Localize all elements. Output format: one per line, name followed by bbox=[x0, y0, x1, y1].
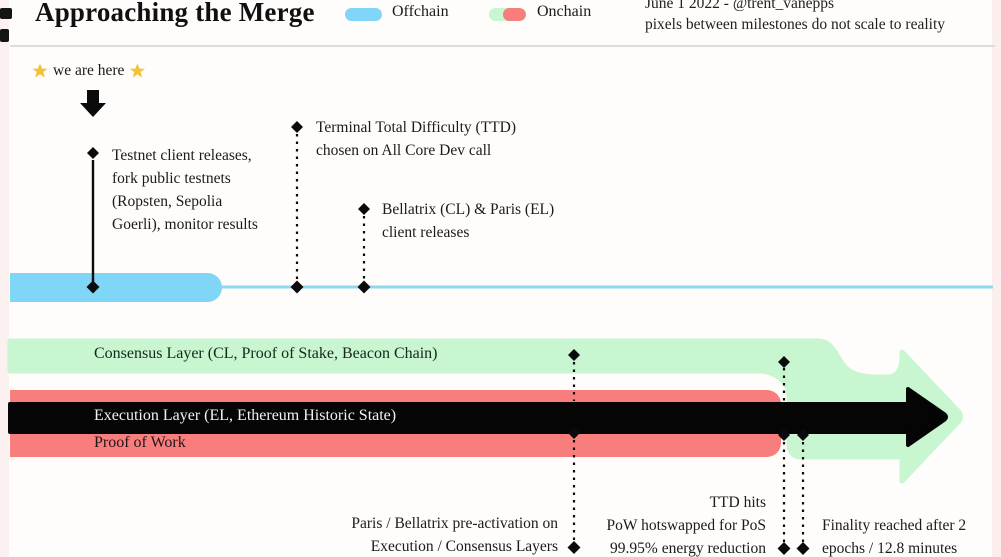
diamond-paris-bottom bbox=[567, 541, 581, 554]
offchain-legend-label: Offchain bbox=[392, 3, 449, 20]
consensus-layer-label: Consensus Layer (CL, Proof of Stake, Bea… bbox=[94, 345, 438, 362]
clipped-edge-artifact bbox=[0, 8, 12, 19]
diamond-paris-green bbox=[568, 349, 580, 361]
down-arrow-icon bbox=[80, 90, 106, 117]
diamond-ttd-chosen-top bbox=[291, 121, 303, 133]
milestone-diamonds bbox=[86, 121, 810, 555]
milestone-finality-label: Finality reached after 2 epochs / 12.8 m… bbox=[822, 517, 967, 557]
clipped-edge-artifact bbox=[0, 29, 9, 42]
diamond-paris-black bbox=[568, 427, 580, 439]
diamond-ttd-chosen-band bbox=[290, 280, 304, 294]
offchain-legend-swatch bbox=[345, 8, 382, 21]
consensus-band-arrow bbox=[7, 338, 963, 484]
left-edge-artifact bbox=[0, 0, 9, 557]
diamond-bellatrix-top bbox=[358, 203, 370, 215]
we-are-here-callout: we are here bbox=[32, 62, 146, 80]
star-icon bbox=[129, 63, 146, 78]
milestone-ttd-hits-label: TTD hits PoW hotswapped for PoS 99.95% e… bbox=[606, 494, 766, 557]
onchain-legend-label: Onchain bbox=[537, 3, 592, 20]
credit-date-author: June 1 2022 - @trent_vanepps bbox=[645, 0, 835, 12]
diamond-ttd-hits-black bbox=[778, 429, 790, 441]
diamond-testnet-top bbox=[87, 147, 99, 159]
diamond-finality-bottom bbox=[796, 542, 810, 555]
milestone-testnet-label: Testnet client releases, fork public tes… bbox=[112, 147, 258, 233]
diamond-ttd-hits-green bbox=[778, 356, 790, 368]
diamond-ttd-hits-bottom bbox=[777, 542, 791, 555]
execution-layer-label: Execution Layer (EL, Ethereum Historic S… bbox=[94, 407, 397, 424]
milestone-bellatrix-label: Bellatrix (CL) & Paris (EL) client relea… bbox=[382, 201, 555, 241]
right-edge-artifact bbox=[992, 0, 1001, 557]
execution-band-arrow bbox=[8, 387, 948, 447]
offchain-line bbox=[222, 285, 993, 289]
diamond-bellatrix-band bbox=[357, 280, 371, 294]
onchain-legend-swatch bbox=[489, 8, 526, 21]
header-divider bbox=[10, 45, 995, 47]
milestone-ttd-chosen-label: Terminal Total Difficulty (TTD) chosen o… bbox=[316, 119, 516, 159]
offchain-band bbox=[10, 273, 222, 302]
credit-text: June 1 2022 - @trent_vanepps pixels betw… bbox=[645, 0, 945, 35]
we-are-here-label: we are here bbox=[53, 62, 125, 79]
credit-disclaimer: pixels between milestones do not scale t… bbox=[645, 16, 946, 33]
page-title: Approaching the Merge bbox=[35, 0, 315, 27]
diamond-testnet-band bbox=[86, 280, 100, 294]
proof-of-work-label: Proof of Work bbox=[94, 434, 186, 451]
diamond-finality-black bbox=[797, 429, 809, 441]
milestone-paris-bellatrix-label: Paris / Bellatrix pre-activation on Exec… bbox=[351, 515, 558, 555]
onchain-legend-red-half bbox=[503, 8, 526, 21]
star-icon bbox=[32, 63, 48, 78]
